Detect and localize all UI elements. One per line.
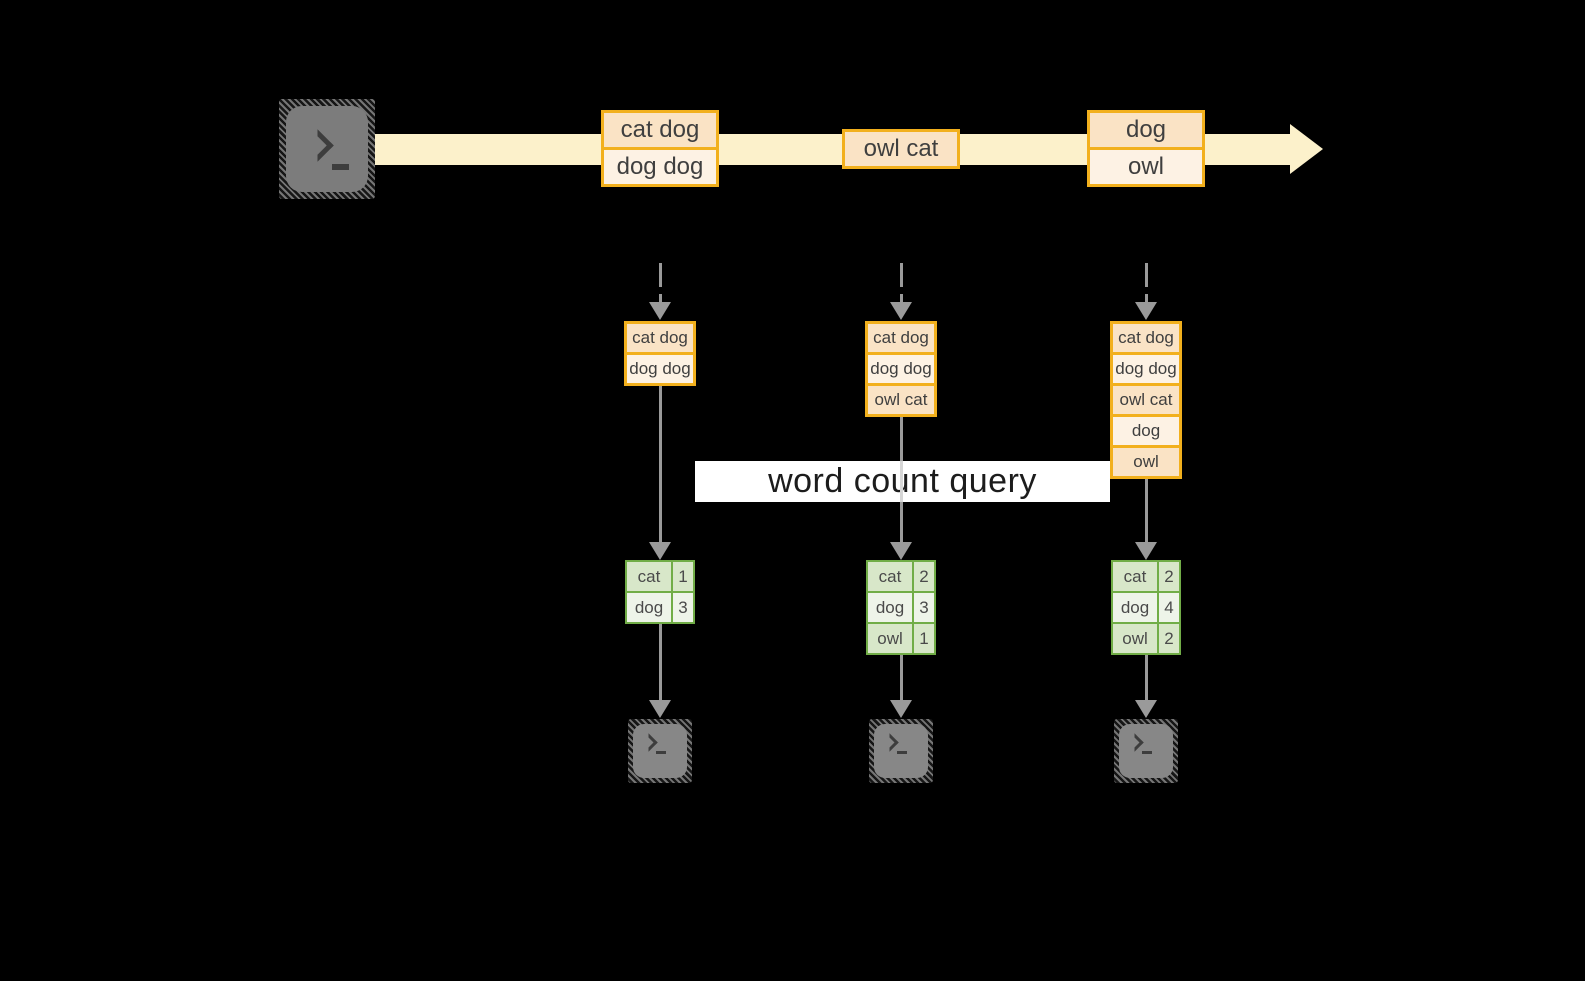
stream-record: owl — [1090, 150, 1202, 184]
terminal-screen — [633, 724, 687, 778]
dashed-arrow-1-head-icon — [649, 302, 671, 320]
terminal-screen — [286, 106, 368, 192]
stream-record: owl cat — [845, 132, 957, 166]
window-record: cat dog — [1113, 324, 1179, 352]
result-count: 1 — [914, 624, 934, 653]
sink-arrow-3-line — [1144, 655, 1148, 700]
window-record: cat dog — [627, 324, 693, 352]
result-table-1: cat 1 dog 3 — [625, 560, 695, 624]
result-table-3: cat 2 dog 4 owl 2 — [1111, 560, 1181, 655]
result-count: 2 — [1159, 562, 1179, 591]
result-word: cat — [627, 562, 671, 591]
dashed-arrow-3-head-icon — [1135, 302, 1157, 320]
window-box-1: cat dog dog dog — [624, 321, 696, 386]
window-record: dog — [1113, 417, 1179, 445]
result-word: dog — [868, 593, 912, 622]
prompt-chevron-icon — [1125, 733, 1144, 752]
prompt-underscore-icon — [656, 751, 666, 755]
stream-record: cat dog — [604, 113, 716, 147]
query-arrow-3-head-icon — [1135, 542, 1157, 560]
stream-record: dog — [1090, 113, 1202, 147]
dashed-arrow-1-stem — [658, 294, 662, 306]
sink-arrow-3-head-icon — [1135, 700, 1157, 718]
stream-band-arrowhead-icon — [1290, 124, 1323, 174]
result-table-2: cat 2 dog 3 owl 1 — [866, 560, 936, 655]
result-count: 3 — [673, 593, 693, 622]
window-box-2: cat dog dog dog owl cat — [865, 321, 937, 417]
prompt-underscore-icon — [897, 751, 907, 755]
source-terminal-icon — [279, 99, 375, 199]
result-count: 4 — [1159, 593, 1179, 622]
window-record: owl cat — [868, 386, 934, 414]
stream-event-box-2: owl cat — [842, 129, 960, 169]
prompt-underscore-icon — [1142, 751, 1152, 755]
stream-event-box-1: cat dog dog dog — [601, 110, 719, 187]
window-record: owl cat — [1113, 386, 1179, 414]
result-word: owl — [868, 624, 912, 653]
result-count: 3 — [914, 593, 934, 622]
stream-record: dog dog — [604, 150, 716, 184]
dashed-arrow-3-segment — [1144, 263, 1148, 287]
window-record: dog dog — [627, 355, 693, 383]
dashed-arrow-2-head-icon — [890, 302, 912, 320]
sink-arrow-1-line — [658, 624, 662, 700]
stream-event-box-3: dog owl — [1087, 110, 1205, 187]
terminal-screen — [1119, 724, 1173, 778]
result-word: dog — [627, 593, 671, 622]
sink-terminal-1-icon — [628, 719, 692, 783]
window-record: dog dog — [868, 355, 934, 383]
dashed-arrow-2-segment — [899, 263, 903, 287]
result-count: 1 — [673, 562, 693, 591]
prompt-underscore-icon — [332, 164, 349, 170]
sink-arrow-2-line — [899, 655, 903, 700]
sink-arrow-1-head-icon — [649, 700, 671, 718]
query-arrow-1-line — [658, 386, 662, 542]
result-word: cat — [1113, 562, 1157, 591]
window-record: cat dog — [868, 324, 934, 352]
prompt-chevron-icon — [301, 129, 334, 162]
query-arrow-2-head-icon — [890, 542, 912, 560]
sink-terminal-3-icon — [1114, 719, 1178, 783]
prompt-chevron-icon — [639, 733, 658, 752]
result-count: 2 — [914, 562, 934, 591]
window-record: dog dog — [1113, 355, 1179, 383]
query-label: word count query — [768, 462, 1037, 500]
result-count: 2 — [1159, 624, 1179, 653]
sink-arrow-2-head-icon — [890, 700, 912, 718]
query-arrow-1-head-icon — [649, 542, 671, 560]
query-arrow-3-line — [1144, 479, 1148, 542]
window-record: owl — [1113, 448, 1179, 476]
prompt-chevron-icon — [880, 733, 899, 752]
dashed-arrow-2-stem — [899, 294, 903, 306]
result-word: dog — [1113, 593, 1157, 622]
query-label-box: word count query — [695, 461, 1110, 502]
result-word: owl — [1113, 624, 1157, 653]
result-word: cat — [868, 562, 912, 591]
terminal-screen — [874, 724, 928, 778]
dashed-arrow-3-stem — [1144, 294, 1148, 306]
sink-terminal-2-icon — [869, 719, 933, 783]
query-line-overlay — [899, 461, 903, 502]
dashed-arrow-1-segment — [658, 263, 662, 287]
window-box-3: cat dog dog dog owl cat dog owl — [1110, 321, 1182, 479]
